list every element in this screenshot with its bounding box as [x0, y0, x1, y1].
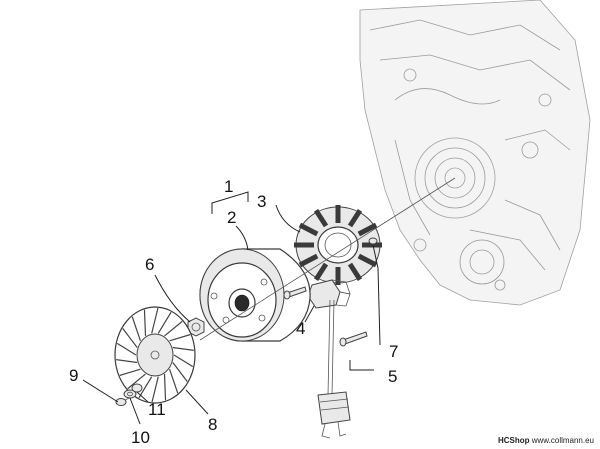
callout-1: 1	[224, 177, 233, 196]
fan-blade	[138, 376, 153, 399]
leader-lines	[82, 191, 381, 425]
stator-tooth	[347, 262, 363, 281]
fan-blade	[172, 346, 194, 351]
pickup-bolt	[283, 286, 307, 300]
callout-8: 8	[208, 415, 217, 434]
watermark-site: www.collmann.eu	[531, 436, 594, 445]
callout-10: 10	[131, 428, 150, 447]
stator-tooth	[313, 262, 329, 281]
center-axis-line	[199, 177, 456, 341]
fan-blade	[122, 328, 138, 348]
fan-blade	[116, 342, 137, 356]
stator-tooth	[313, 209, 329, 228]
fan-blade	[168, 368, 179, 394]
callout-2: 2	[227, 208, 236, 227]
callout-7: 7	[389, 342, 398, 361]
dowel-pin	[368, 237, 378, 245]
stator-tooth	[357, 253, 378, 268]
watermark: HCShop www.collmann.eu	[498, 436, 594, 445]
fan-blade	[173, 354, 194, 368]
spacer	[131, 383, 143, 393]
callout-3: 3	[257, 192, 266, 211]
fan-blade	[164, 320, 183, 337]
fan-blade	[151, 376, 159, 403]
cooling-fan	[114, 306, 196, 404]
stator-tooth	[347, 209, 363, 228]
wiring-harness	[317, 299, 351, 439]
fan-blade	[143, 309, 147, 336]
fan-blade	[127, 373, 146, 390]
callout-6: 6	[145, 255, 154, 274]
stator-tooth	[298, 222, 319, 237]
callout-11: 11	[148, 400, 166, 419]
callout-5: 5	[388, 367, 397, 386]
stator-tooth	[357, 222, 378, 237]
fan-blade	[119, 368, 141, 376]
crankcase-housing	[359, 0, 591, 306]
fan-blade	[131, 316, 142, 342]
stator-coil	[294, 205, 382, 285]
fan-blade	[172, 362, 188, 382]
callout-4: 4	[296, 319, 305, 338]
stator-tooth	[298, 253, 319, 268]
flywheel-rotor	[199, 248, 311, 342]
pickup-sensor	[307, 279, 351, 309]
fan-blade	[169, 334, 191, 342]
fan-blade	[163, 374, 167, 401]
callout-9: 9	[69, 366, 78, 385]
fan-blade	[157, 311, 172, 334]
fan-blade	[116, 359, 138, 364]
fan-blade	[151, 307, 159, 334]
watermark-brand: HCShop	[497, 436, 530, 445]
stator-bolt	[339, 331, 368, 347]
